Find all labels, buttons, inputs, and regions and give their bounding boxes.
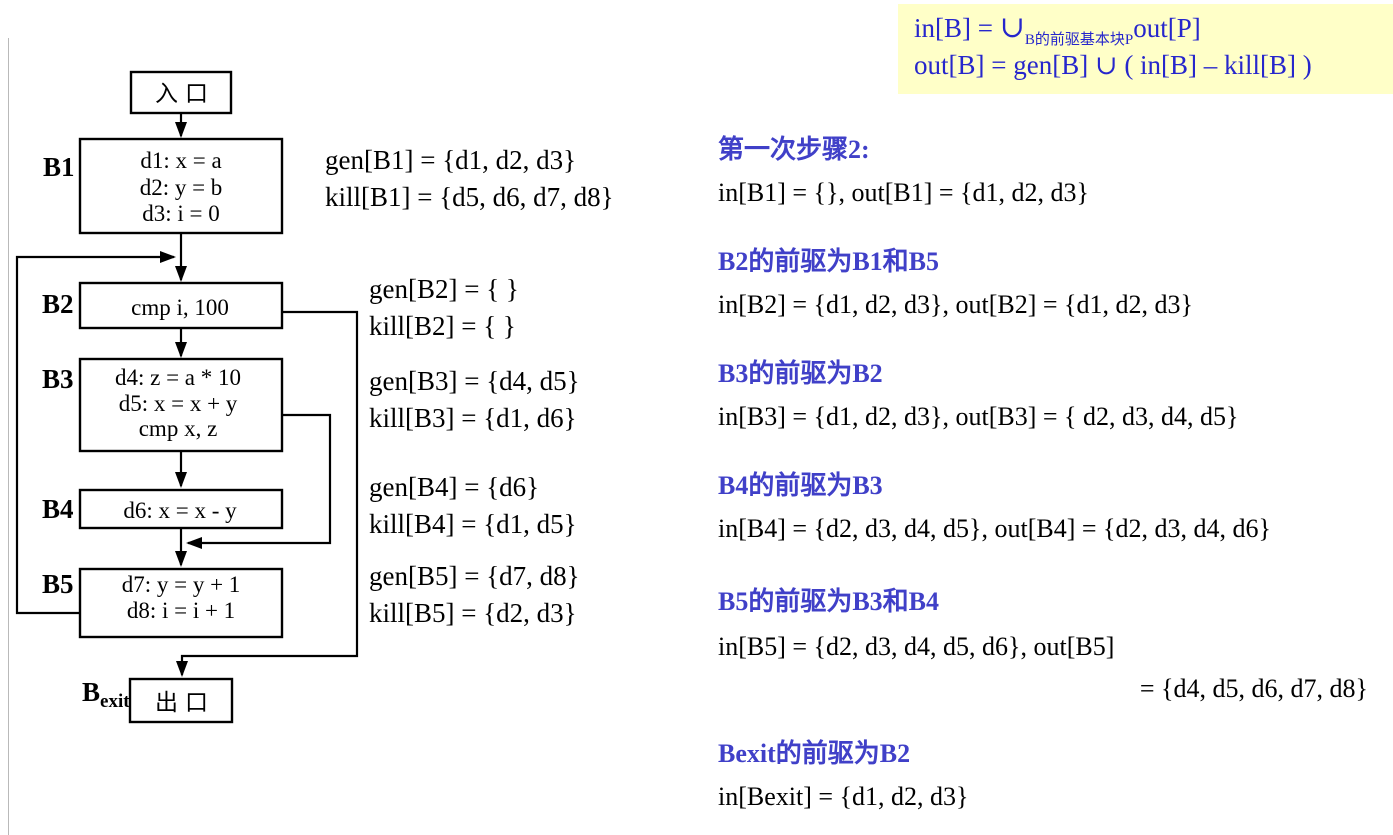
section-body-line: = {d4, d5, d6, d7, d8} (1139, 674, 1368, 703)
block-b4-line: d6: x = x - y (123, 498, 237, 523)
block-b5-line: d8: i = i + 1 (127, 598, 235, 623)
entry-box (129, 70, 233, 115)
block-b1-box (78, 137, 284, 235)
genkill-b5: gen[B5] = {d7, d8} kill[B5] = {d2, d3} (369, 558, 580, 632)
exit-box (128, 677, 234, 724)
genkill-b2: gen[B2] = { } kill[B2] = { } (369, 271, 519, 345)
slide-left-border (8, 38, 9, 835)
block-label-b4: B4 (42, 494, 74, 524)
edge-b5-b2-loopback (15, 251, 176, 615)
block-b4-box (78, 488, 284, 530)
block-b3-line: d4: z = a * 10 (115, 365, 241, 390)
section-body-line: in[B4] = {d2, d3, d4, d5}, out[B4] = {d2… (718, 514, 1272, 543)
block-b2-line: cmp i, 100 (131, 295, 229, 320)
block-b5-box (78, 567, 284, 639)
section-bexit-preds: Bexit的前驱为B2 in[Bexit] = {d1, d2, d3} (718, 738, 1388, 813)
kill-line: kill[B1] = {d5, d6, d7, d8} (325, 182, 614, 212)
section-b5-preds: B5的前驱为B3和B4 in[B5] = {d2, d3, d4, d5, d6… (718, 586, 1388, 710)
block-b3-box (78, 357, 284, 453)
block-b1-line: d3: i = 0 (142, 201, 220, 226)
gen-line: gen[B2] = { } (369, 274, 519, 304)
section-heading: B3的前驱为B2 (718, 359, 883, 388)
edge-b3-b5-bypass (186, 413, 332, 549)
union-subscript: B的前驱基本块P (1024, 32, 1134, 48)
gen-line: gen[B5] = {d7, d8} (369, 561, 580, 591)
genkill-b4: gen[B4] = {d6} kill[B4] = {d1, d5} (369, 469, 577, 543)
equation-in: in[B] = ∪B的前驱基本块Pout[P] (914, 9, 1393, 48)
equation-in-rhs: out[P] (1133, 13, 1201, 43)
kill-line: kill[B5] = {d2, d3} (369, 598, 577, 628)
block-b5-line: d7: y = y + 1 (122, 572, 241, 597)
section-heading: Bexit的前驱为B2 (718, 739, 911, 768)
block-label-b1: B1 (43, 152, 75, 182)
entry-label: 入口 (155, 81, 215, 106)
section-heading: 第一次步骤2: (718, 135, 870, 164)
section-body-line: in[B1] = {}, out[B1] = {d1, d2, d3} (718, 178, 1090, 207)
block-label-b2: B2 (42, 289, 74, 319)
exit-label: 出口 (155, 690, 215, 715)
bexit-subscript: exit (100, 691, 130, 712)
gen-line: gen[B3] = {d4, d5} (369, 366, 580, 396)
block-b2-box (78, 281, 284, 330)
kill-line: kill[B2] = { } (369, 311, 516, 341)
genkill-b3: gen[B3] = {d4, d5} kill[B3] = {d1, d6} (369, 363, 580, 437)
dataflow-equations-box: in[B] = ∪B的前驱基本块Pout[P] out[B] = gen[B] … (898, 4, 1393, 94)
section-b3-preds: B3的前驱为B2 in[B3] = {d1, d2, d3}, out[B3] … (718, 358, 1388, 433)
block-b1-line: d2: y = b (140, 175, 223, 200)
section-heading: B4的前驱为B3 (718, 471, 883, 500)
section-step1: 第一次步骤2: in[B1] = {}, out[B1] = {d1, d2, … (718, 134, 1388, 209)
edge-b2-exit (176, 310, 359, 677)
section-b4-preds: B4的前驱为B3 in[B4] = {d2, d3, d4, d5}, out[… (718, 470, 1388, 545)
block-b3-line: d5: x = x + y (119, 391, 238, 416)
union-symbol: ∪ (999, 11, 1025, 44)
block-b1-line: d1: x = a (140, 148, 221, 173)
equation-out: out[B] = gen[B] ∪ ( in[B] – kill[B] ) (914, 50, 1312, 80)
section-body-line: in[Bexit] = {d1, d2, d3} (718, 782, 969, 811)
kill-line: kill[B3] = {d1, d6} (369, 403, 577, 433)
control-flow-graph: 入口 d1: x = a d2: y = b d3: i = 0 cmp i, … (15, 70, 359, 724)
section-heading: B5的前驱为B3和B4 (718, 587, 940, 616)
gen-line: gen[B4] = {d6} (369, 472, 540, 502)
gen-line: gen[B1] = {d1, d2, d3} (325, 145, 577, 175)
section-body-line: in[B5] = {d2, d3, d4, d5, d6}, out[B5] (718, 632, 1115, 661)
section-heading: B2的前驱为B1和B5 (718, 247, 940, 276)
block-label-b3: B3 (42, 364, 74, 394)
bexit-base: B (82, 677, 100, 707)
section-body-line: in[B3] = {d1, d2, d3}, out[B3] = { d2, d… (718, 402, 1239, 431)
kill-line: kill[B4] = {d1, d5} (369, 509, 577, 539)
block-label-bexit: Bexit (82, 677, 130, 712)
equation-in-lhs: in[B] = (914, 13, 1000, 43)
block-b3-line: cmp x, z (139, 416, 218, 441)
section-b2-preds: B2的前驱为B1和B5 in[B2] = {d1, d2, d3}, out[B… (718, 246, 1388, 321)
section-body-line: in[B2] = {d1, d2, d3}, out[B2] = {d1, d2… (718, 290, 1194, 319)
genkill-b1: gen[B1] = {d1, d2, d3} kill[B1] = {d5, d… (325, 142, 614, 216)
block-label-b5: B5 (42, 569, 74, 599)
